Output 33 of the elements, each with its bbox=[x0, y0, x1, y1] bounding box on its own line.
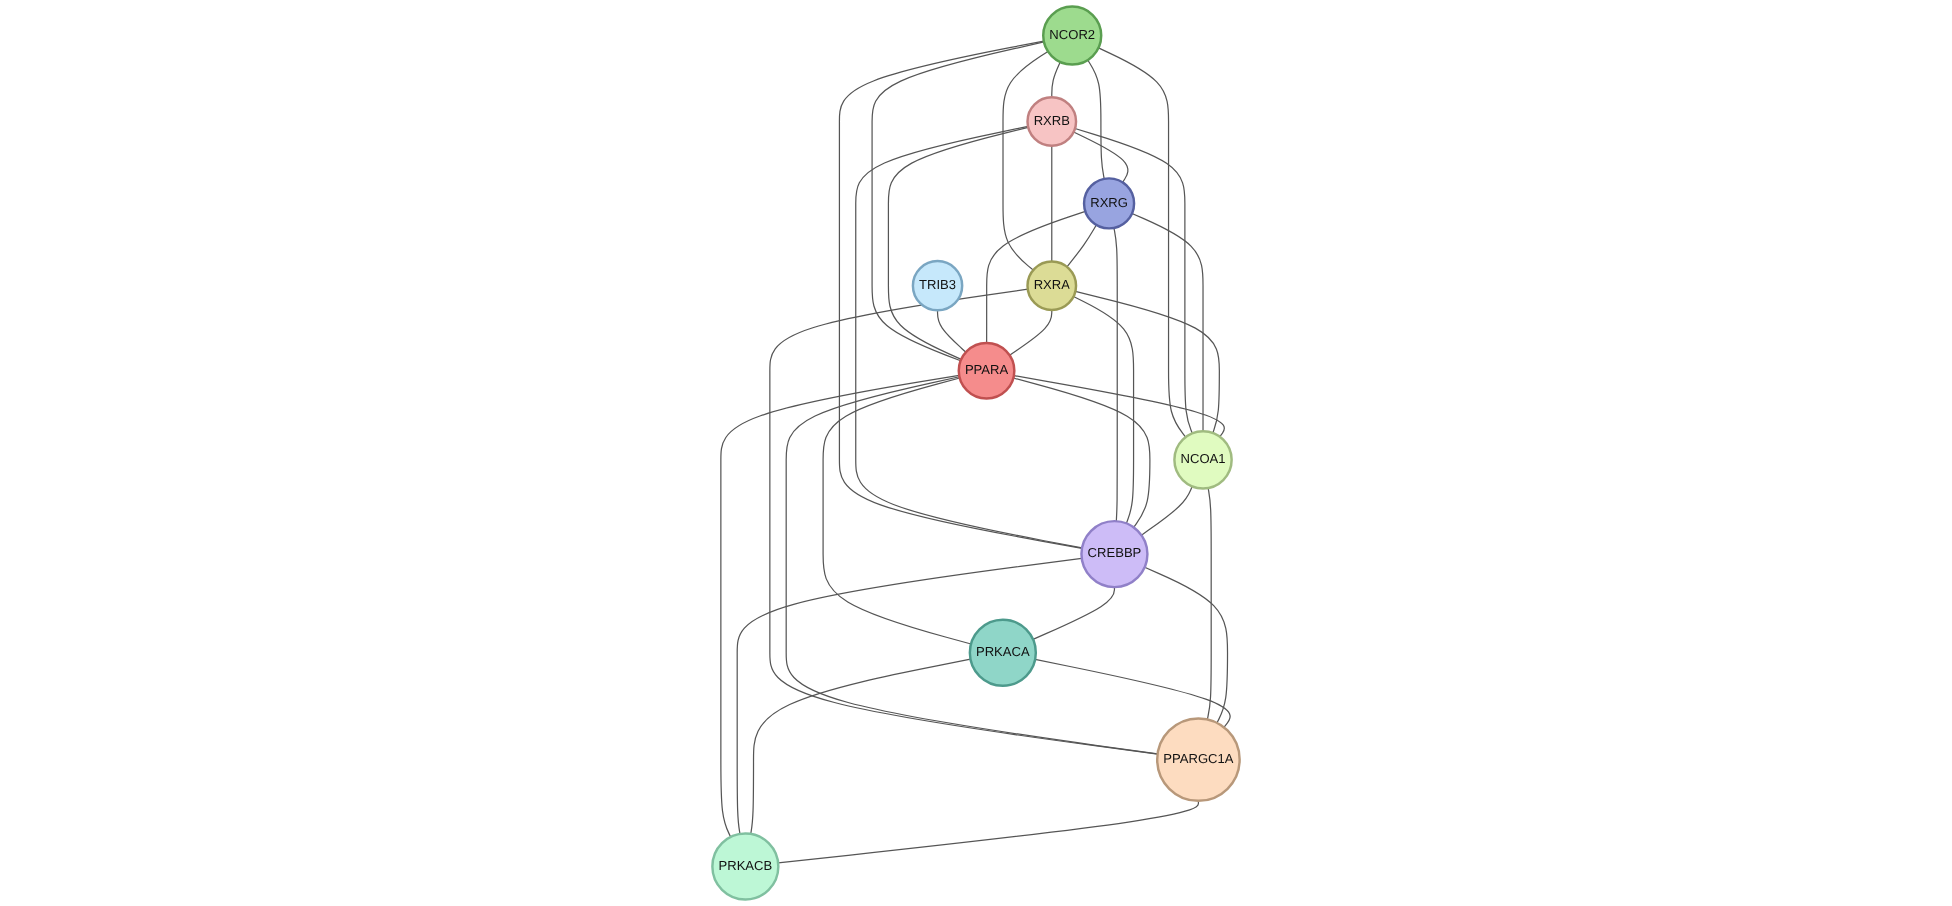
connector bbox=[1074, 127, 1193, 434]
connector bbox=[785, 376, 1159, 755]
connector bbox=[1034, 658, 1231, 728]
connector bbox=[777, 800, 1199, 864]
connector bbox=[1074, 290, 1220, 434]
connector bbox=[1066, 224, 1097, 268]
connector bbox=[1097, 47, 1187, 438]
connector bbox=[769, 288, 1159, 755]
connector bbox=[838, 40, 1083, 549]
connector bbox=[822, 377, 972, 645]
connector bbox=[887, 126, 1029, 360]
connector bbox=[1013, 375, 1226, 438]
connector bbox=[1032, 586, 1116, 641]
connector bbox=[1144, 566, 1229, 724]
connector bbox=[1087, 59, 1105, 180]
connector bbox=[736, 557, 1083, 835]
connector bbox=[720, 374, 960, 838]
connector bbox=[1073, 131, 1129, 183]
connector bbox=[1002, 50, 1049, 271]
connector bbox=[936, 309, 967, 353]
connector bbox=[1051, 145, 1053, 263]
connector bbox=[1072, 295, 1135, 524]
connector bbox=[1140, 485, 1193, 536]
connector bbox=[1008, 309, 1053, 356]
connector bbox=[1051, 61, 1061, 98]
connector bbox=[1012, 377, 1151, 528]
connector bbox=[1206, 487, 1212, 720]
connector bbox=[1131, 212, 1204, 432]
connector bbox=[871, 41, 1045, 362]
connector bbox=[855, 125, 1083, 549]
connector bbox=[1113, 227, 1118, 522]
connector bbox=[986, 210, 1086, 344]
connector bbox=[750, 658, 972, 835]
